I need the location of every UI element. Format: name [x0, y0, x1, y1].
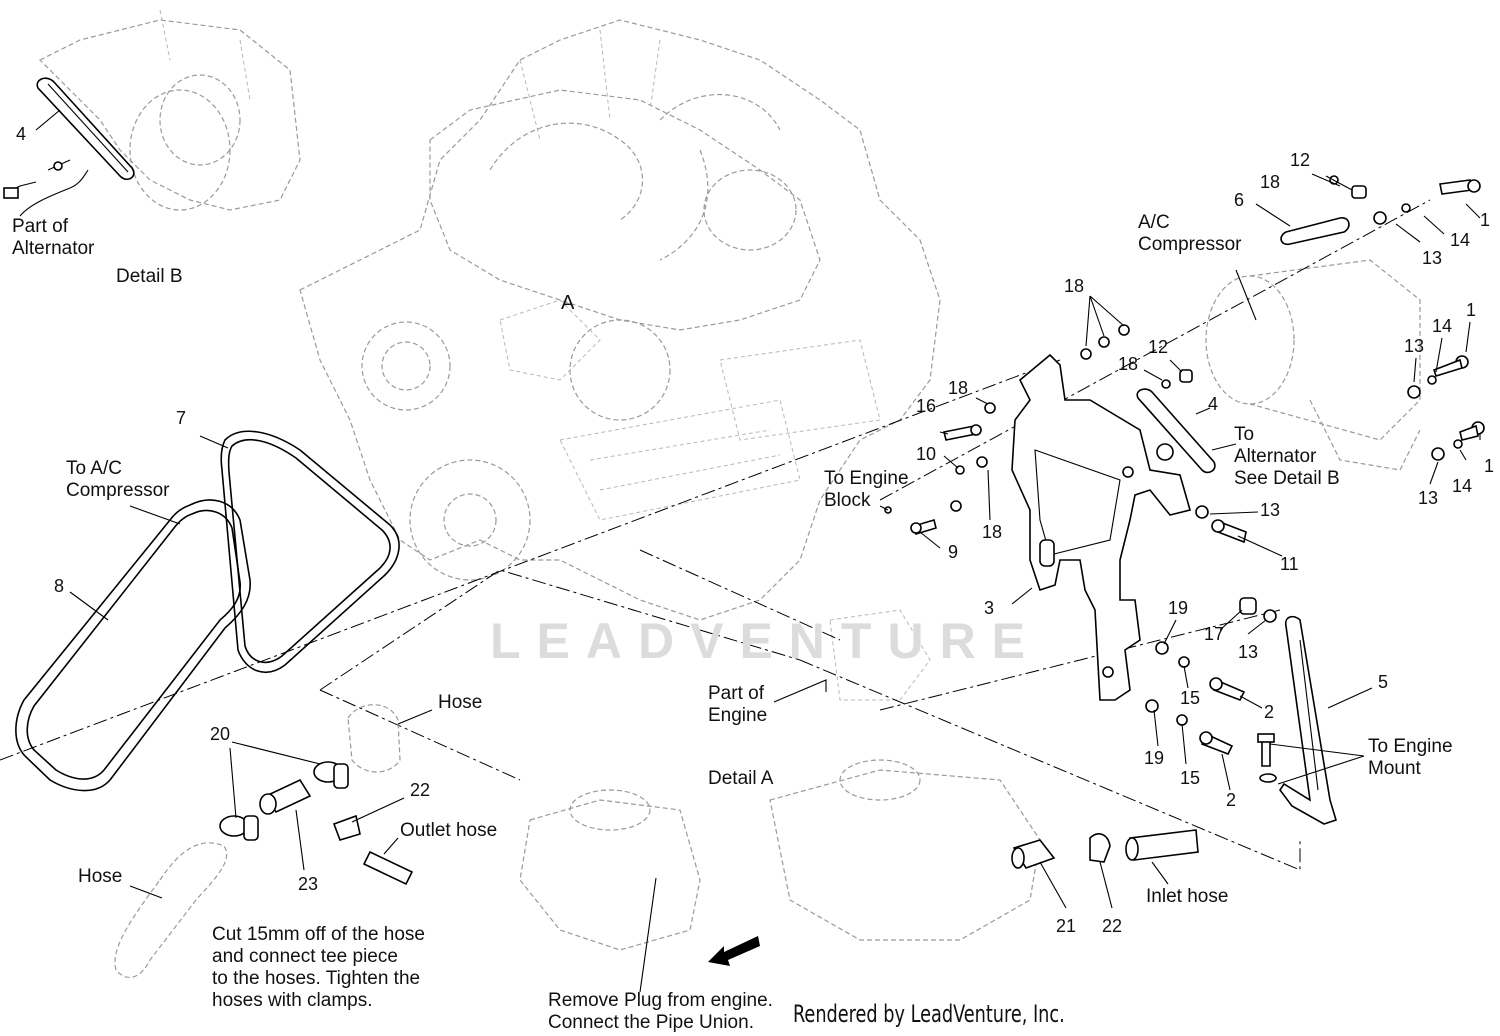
part-number: 8 [54, 576, 65, 596]
part-number: 14 [1450, 230, 1471, 250]
strap-6 [1280, 217, 1350, 246]
bracket-3 [1011, 353, 1191, 701]
part-number: 13 [1404, 336, 1425, 356]
callout-hose-top: Hose [438, 692, 483, 713]
part-number: 18 [1260, 172, 1281, 192]
detail-b-ghost [38, 9, 301, 211]
centerlines [0, 199, 1431, 871]
part-number: 12 [1148, 337, 1169, 357]
ac-compressor-ghost [1205, 259, 1421, 471]
callout-to-alternator: To Alternator See Detail B [1234, 424, 1340, 489]
fasteners [884, 175, 1485, 783]
part-number: 4 [1208, 394, 1219, 414]
part-number: 1 [1484, 456, 1495, 476]
callout-inlet-hose: Inlet hose [1146, 886, 1229, 907]
callout-part-of-alternator: Part of Alternator [12, 216, 95, 259]
part-number: 13 [1422, 248, 1443, 268]
view-a-label: A [561, 292, 575, 314]
part-number: 18 [1118, 354, 1139, 374]
callout-hose-left: Hose [78, 866, 123, 887]
part-number: 3 [984, 598, 995, 618]
detail-a-ghost [519, 609, 1041, 951]
callout-part-of-engine: Part of Engine [708, 683, 768, 726]
part-number: 13 [1238, 642, 1259, 662]
part-number: 14 [1432, 316, 1453, 336]
detail-b-label: Detail B [116, 266, 183, 287]
part-number: 2 [1264, 702, 1275, 722]
engine-ghost-outline [299, 19, 941, 621]
part-number: 18 [948, 378, 969, 398]
part-number: 23 [298, 874, 319, 894]
part-number: 13 [1260, 500, 1281, 520]
part-number: 10 [916, 444, 937, 464]
callout-to-engine-block: To Engine Block [824, 468, 909, 511]
part-number: 14 [1452, 476, 1473, 496]
callout-ac-compressor: A/C Compressor [1138, 212, 1242, 255]
leader-lines [35, 109, 1481, 993]
belt-7 [220, 430, 400, 674]
part-number: 5 [1378, 672, 1389, 692]
part-number: 15 [1180, 768, 1201, 788]
direction-arrow-icon [708, 936, 760, 966]
callout-outlet-hose: Outlet hose [400, 820, 498, 841]
belt-8 [15, 499, 251, 792]
note-cut-hose: Cut 15mm off of the hose and connect tee… [212, 924, 425, 1011]
callout-to-ac-compressor: To A/C Compressor [66, 458, 170, 501]
part-number: 20 [210, 724, 231, 744]
part-number: 18 [1064, 276, 1085, 296]
callout-to-engine-mount: To Engine Mount [1368, 736, 1453, 779]
part-number: 12 [1290, 150, 1311, 170]
part-number: 16 [916, 396, 937, 416]
hose-fittings [114, 704, 414, 978]
part-number: 7 [176, 408, 187, 428]
part-number: 1 [1466, 300, 1477, 320]
part-number: 18 [982, 522, 1003, 542]
part-number: 2 [1226, 790, 1237, 810]
watermark: LEADVENTURE [490, 613, 1042, 669]
part-number: 1 [1480, 210, 1491, 230]
part-number: 6 [1234, 190, 1245, 210]
detail-b-strap [3, 77, 135, 217]
part-number: 22 [1102, 916, 1123, 936]
detail-a-fittings [1011, 829, 1199, 869]
part-number: 15 [1180, 688, 1201, 708]
part-number: 21 [1056, 916, 1077, 936]
note-remove-plug: Remove Plug from engine. Connect the Pip… [548, 990, 773, 1033]
footer-credit: Rendered by LeadVenture, Inc. [793, 1000, 1065, 1028]
part-number: 11 [1280, 554, 1299, 574]
part-number: 19 [1168, 598, 1189, 618]
part-number: 19 [1144, 748, 1165, 768]
detail-a-label: Detail A [708, 768, 774, 789]
part-number: 17 [1204, 624, 1225, 644]
part-number: 22 [410, 780, 431, 800]
bracket-5 [1279, 615, 1337, 825]
part-number: 4 [16, 124, 27, 144]
part-number: 13 [1418, 488, 1439, 508]
strap-4 [1136, 388, 1216, 474]
part-number: 9 [948, 542, 959, 562]
